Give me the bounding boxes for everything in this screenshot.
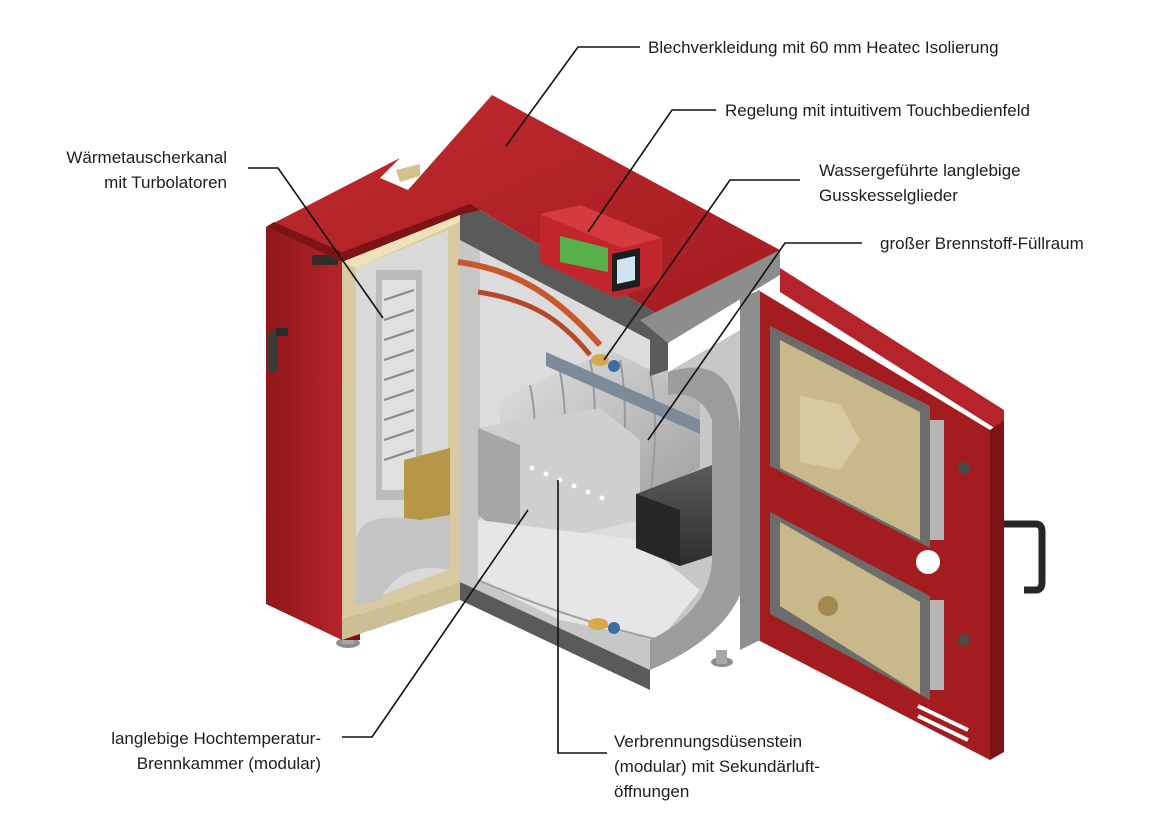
label-fuel-chamber: großer Brennstoff-Füllraum: [880, 234, 1084, 253]
leader-sheet-cladding: [505, 46, 640, 147]
label-combustion-chamber: langlebige Hochtemperatur- Brennkammer (…: [111, 729, 321, 773]
leader-control: [587, 109, 716, 233]
label-nozzle-stone: Verbrennungsdüsenstein (modular) mit Sek…: [614, 732, 820, 801]
label-control: Regelung mit intuitivem Touchbedienfeld: [725, 101, 1030, 120]
leader-lines: [248, 46, 862, 754]
touch-display-icon: [612, 248, 640, 292]
leader-cast-sections: [603, 179, 800, 361]
leader-combustion-chamber: [342, 509, 529, 738]
control-unit: [540, 205, 662, 298]
boiler-interior: [342, 210, 780, 690]
leader-nozzle-stone: [557, 480, 607, 754]
label-heat-exchanger: Wärmetauscherkanal mit Turbolatoren: [66, 148, 227, 192]
label-cast-sections: Wassergeführte langlebige Gusskesselglie…: [819, 161, 1021, 205]
label-sheet-cladding: Blechverkleidung mit 60 mm Heatec Isolie…: [648, 38, 999, 57]
leader-heat-exchanger: [248, 167, 384, 319]
leader-fuel-chamber: [647, 242, 862, 441]
boiler-door: [740, 268, 1046, 760]
door-handle-icon: [268, 328, 288, 372]
